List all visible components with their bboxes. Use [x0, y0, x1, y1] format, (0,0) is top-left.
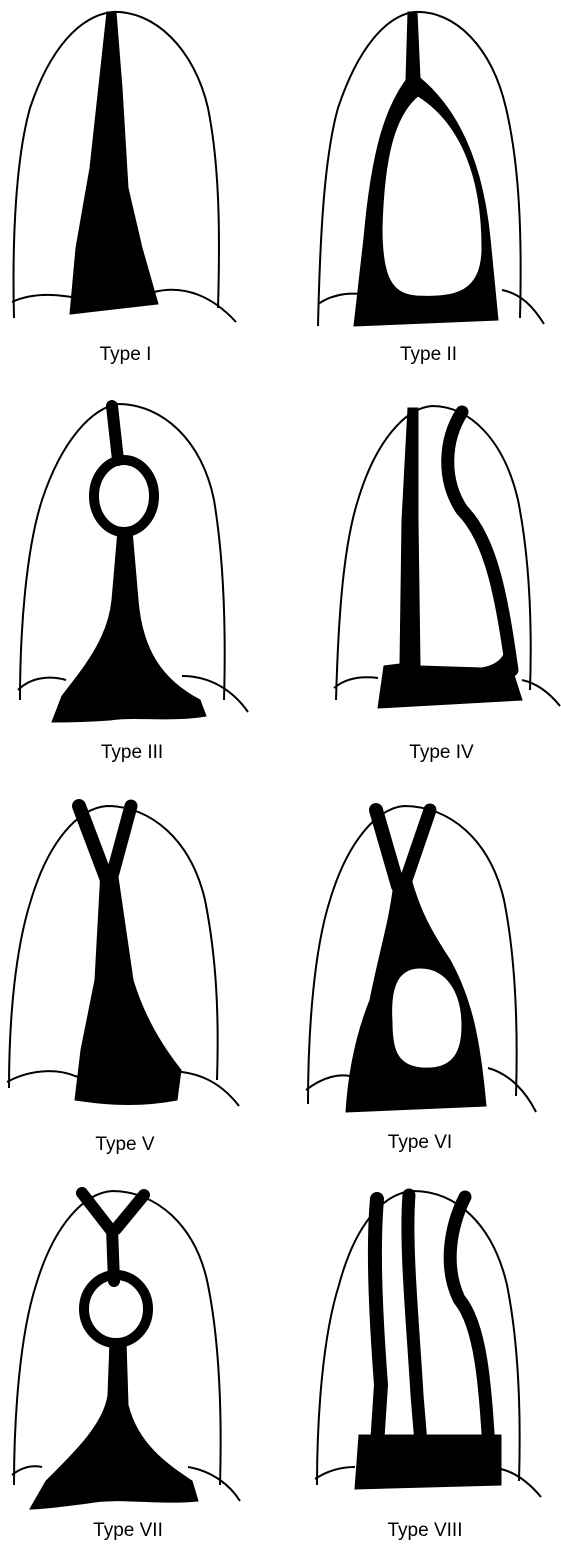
canal-apical-fan: [30, 1341, 198, 1509]
root-diagram-type-5: [5, 800, 245, 1125]
panel-type-4: Type IV: [322, 400, 561, 770]
crown-margin: [334, 677, 378, 688]
canal-branch-right: [111, 806, 131, 880]
panel-label: Type II: [306, 344, 551, 366]
panel-label: Type VII: [8, 1520, 248, 1542]
root-diagram-type-2: [306, 8, 551, 338]
panel-label: Type I: [8, 344, 243, 366]
root-diagram-type-7: [8, 1185, 248, 1515]
root-diagram-type-4: [322, 400, 561, 735]
panel-type-7: Type VII: [8, 1185, 248, 1552]
panel-label: Type III: [12, 742, 252, 764]
root-diagram-type-6: [300, 800, 540, 1125]
panel-type-5: Type V: [5, 800, 245, 1160]
canal-middle: [408, 1195, 421, 1443]
root-outline: [336, 406, 531, 700]
root-diagram-type-3: [12, 400, 252, 735]
panel-type-3: Type III: [12, 400, 252, 770]
root-diagram-type-8: [305, 1185, 545, 1515]
canal-coronal-segment: [112, 406, 118, 460]
panel-label: Type V: [5, 1134, 245, 1156]
canal-loop: [94, 460, 154, 532]
root-canal: [354, 12, 498, 326]
crown-margin: [18, 678, 66, 690]
crown-margin: [12, 1466, 42, 1475]
root-canal: [70, 12, 158, 314]
panel-label: Type VI: [300, 1132, 540, 1154]
crown-margin-right: [488, 1068, 536, 1112]
panel-type-8: Type VIII: [305, 1185, 545, 1552]
canal-apical-body: [75, 870, 181, 1105]
panel-type-1: Type I: [8, 8, 243, 373]
root-diagram-type-1: [8, 8, 243, 338]
canal-left: [375, 1199, 381, 1445]
canal-branch-left: [79, 806, 107, 880]
canal-branch-right: [404, 810, 430, 886]
panel-label: Type VIII: [305, 1520, 545, 1542]
crown-margin-right: [522, 680, 560, 706]
crown-margin: [306, 1075, 350, 1090]
canal-right: [448, 412, 512, 670]
canal-loop-body: [346, 882, 486, 1112]
panel-type-2: Type II: [306, 8, 551, 373]
panel-label: Type IV: [322, 742, 561, 764]
canal-right: [450, 1197, 489, 1449]
crown-margin: [315, 1467, 355, 1479]
canal-branch-right: [116, 1195, 144, 1229]
canal-branch-left: [376, 810, 398, 886]
canal-branch-left: [82, 1193, 110, 1229]
crown-margin-right: [501, 1469, 541, 1497]
panel-type-6: Type VI: [300, 800, 540, 1160]
canal-apical-fan: [52, 530, 206, 722]
crown-margin-right: [502, 290, 544, 324]
